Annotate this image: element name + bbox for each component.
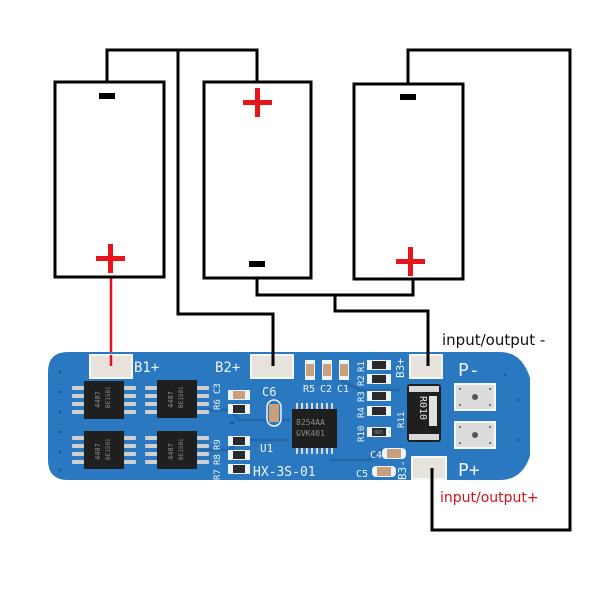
shunt-resistor-r11: R010 [407,384,441,442]
pcb-vias [58,370,520,472]
silk-p-minus: P- [458,360,480,381]
silk-b2-plus: B2+ [215,360,240,376]
silk-c1: C1 [337,384,349,395]
resistor-r8 [228,450,250,460]
pad-b3-plus [409,354,443,379]
silk-r6: R6 [213,399,223,410]
ic-u1: 8254AA GVK401 [292,403,337,454]
pad-b3-minus [411,456,447,480]
label-output-plus: input/output+ [440,490,539,506]
component-r5 [305,360,315,380]
svg-text:4407: 4407 [94,391,102,408]
silk-r8: R8 [213,454,223,465]
resistor-r2 [367,374,391,384]
silk-r7: R7 [213,469,223,480]
resistor-r10: 0R5 [367,427,391,437]
svg-text:0R5: 0R5 [374,430,383,436]
wire-cell2-minus-to-cell3-plus [255,278,415,297]
silk-c4: C4 [370,450,382,461]
resistor-r9 [228,436,250,446]
battery-cell-3 [352,82,465,281]
svg-text:4407: 4407 [167,443,175,460]
silk-r11: R11 [397,412,407,428]
silk-p-plus: P+ [458,460,480,481]
mosfet-2: 4407 BE1501 [145,380,209,418]
pad-p-minus [454,383,496,411]
silk-b1-plus: B1+ [134,360,159,376]
resistor-r4 [367,406,391,416]
svg-text:R010: R010 [417,396,428,420]
mosfet-1: 4407 BE1501 [72,381,136,419]
svg-text:4407: 4407 [167,391,175,408]
wire-bus-to-b3-plus [333,295,430,357]
plus-sign-icon [396,247,425,276]
wire-bus-to-b2-plus [176,50,275,357]
battery-cell-2 [202,80,313,280]
silk-r10: R10 [357,426,367,442]
battery-cell-1 [53,80,166,279]
svg-text:BE1501: BE1501 [178,438,185,460]
svg-text:GVK401: GVK401 [296,429,325,438]
capacitor-c4 [382,448,406,459]
silk-r1: R1 [357,361,367,372]
wires [105,48,572,532]
silk-r9: R9 [213,439,223,450]
component-c2 [322,360,332,380]
silk-c3: C3 [213,383,223,394]
svg-text:BE1501: BE1501 [105,386,112,408]
label-output-minus: input/output - [442,331,545,349]
silk-model: HX-3S-01 [253,465,316,480]
resistor-r3 [367,391,391,401]
minus-sign-icon [99,93,115,99]
silk-b3-minus: B3- [396,460,409,480]
silk-r3: R3 [357,391,367,402]
silk-c6: C6 [262,385,276,399]
svg-text:4407: 4407 [94,443,102,460]
protection-board: B1+ B2+ B3+ B3- P- P+ [48,352,530,481]
capacitor-c5 [372,466,396,477]
mosfet-3: 4407 BE1501 [72,431,136,469]
svg-text:BE1501: BE1501 [105,438,112,460]
svg-text:8254AA: 8254AA [296,418,325,427]
wire-cell1-minus-to-cell2-plus [105,48,259,82]
mosfet-4: 4407 BE1501 [145,431,209,469]
resistor-r1 [367,360,391,370]
capacitor-c3 [228,390,250,400]
silk-r5: R5 [303,384,315,395]
capacitor-c6 [266,399,282,427]
silk-u1: U1 [260,442,273,455]
silk-b3-plus: B3+ [394,358,407,378]
silk-c2: C2 [320,384,332,395]
resistor-r6 [228,404,250,414]
plus-sign-icon [243,88,272,117]
plus-sign-icon [96,244,125,273]
silk-c5: C5 [356,469,368,480]
minus-sign-icon [400,94,416,100]
minus-sign-icon [249,261,265,267]
silk-r4: R4 [357,407,367,418]
resistor-r7 [228,464,250,474]
pad-p-plus [454,421,496,449]
component-c1 [339,360,349,380]
silk-r2: R2 [357,375,367,386]
svg-text:BE1501: BE1501 [178,386,185,408]
wire-cell3-minus-to-b3-minus [406,48,572,532]
